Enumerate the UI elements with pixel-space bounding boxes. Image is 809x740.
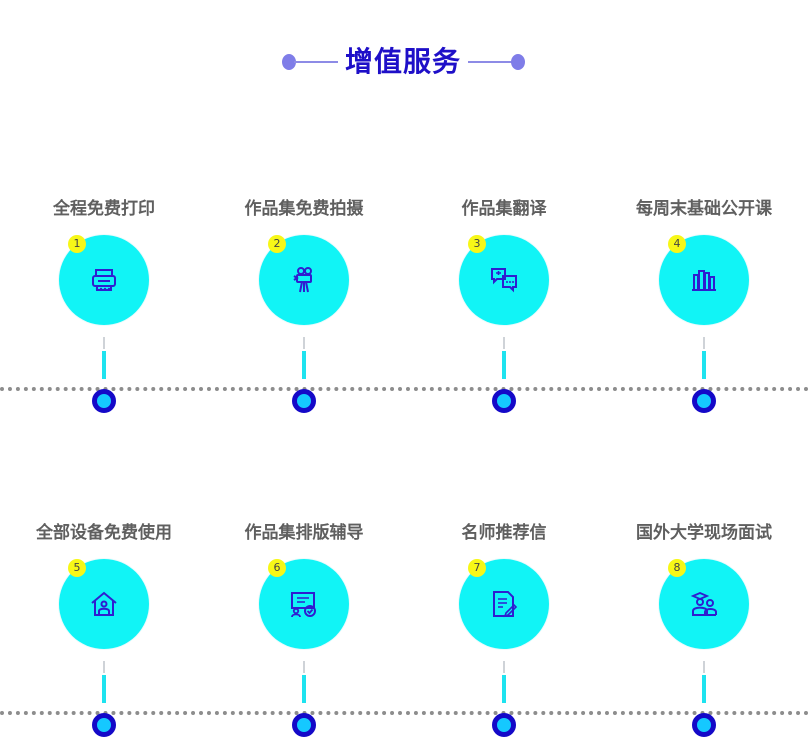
timeline-stem-thin <box>303 337 305 349</box>
timeline-node <box>492 713 516 737</box>
timeline-stem <box>702 351 706 379</box>
page-title: 增值服务 <box>344 45 461 78</box>
service-item-weekend-open-class: 每周末基础公开课 4 <box>604 195 804 425</box>
interview-icon <box>690 592 717 616</box>
service-item-free-portfolio-shoot: 作品集免费拍摄 2 <box>204 195 404 425</box>
service-label: 作品集翻译 <box>461 199 547 219</box>
document-pen-icon <box>493 591 518 618</box>
service-number-badge: 8 <box>668 559 686 577</box>
service-number-badge: 2 <box>268 235 286 253</box>
service-number-badge: 1 <box>68 235 86 253</box>
timeline-stem-thin <box>503 661 505 673</box>
service-item-free-printing: 全程免费打印 1 <box>4 195 204 425</box>
service-number-badge: 4 <box>668 235 686 253</box>
service-number-badge: 6 <box>268 559 286 577</box>
timeline-stem-thin <box>503 337 505 349</box>
timeline-stem <box>102 351 106 379</box>
timeline-node <box>692 713 716 737</box>
service-label: 国外大学现场面试 <box>636 523 772 543</box>
timeline-node <box>92 389 116 413</box>
service-label: 作品集免费拍摄 <box>244 199 364 219</box>
service-item-recommendation-letter: 名师推荐信 7 <box>404 519 604 740</box>
service-item-portfolio-layout-tutoring: 作品集排版辅导 6 <box>204 519 404 740</box>
books-icon <box>692 270 716 291</box>
service-label: 作品集排版辅导 <box>244 523 364 543</box>
title-left-line <box>294 61 338 63</box>
timeline-stem-thin <box>103 337 105 349</box>
presentation-check-icon <box>291 592 316 618</box>
title-right-dot <box>511 54 525 70</box>
timeline-stem-thin <box>103 661 105 673</box>
house-user-icon <box>91 591 117 616</box>
timeline-stem <box>702 675 706 703</box>
timeline-dotted-line <box>0 711 809 715</box>
service-row-1: 全程免费打印 1 作品集免费拍摄 2 <box>0 195 809 425</box>
title-right-line <box>468 61 512 63</box>
service-label: 全部设备免费使用 <box>36 523 172 543</box>
service-item-onsite-interview: 国外大学现场面试 8 <box>604 519 804 740</box>
timeline-node <box>292 713 316 737</box>
service-label: 全程免费打印 <box>53 199 155 219</box>
timeline-node <box>292 389 316 413</box>
timeline-stem <box>302 675 306 703</box>
timeline-stem-thin <box>703 337 705 349</box>
service-number-badge: 5 <box>68 559 86 577</box>
translate-chat-icon <box>491 268 517 293</box>
timeline-stem <box>502 675 506 703</box>
title-left-dot <box>282 54 296 70</box>
service-label: 名师推荐信 <box>461 523 547 543</box>
timeline-stem-thin <box>303 661 305 673</box>
timeline-stem-thin <box>703 661 705 673</box>
service-item-portfolio-translation: 作品集翻译 3 <box>404 195 604 425</box>
timeline-stem <box>102 675 106 703</box>
service-label: 每周末基础公开课 <box>636 199 772 219</box>
timeline-node <box>492 389 516 413</box>
service-item-free-equipment: 全部设备免费使用 5 <box>4 519 204 740</box>
timeline-node <box>92 713 116 737</box>
timeline-stem <box>502 351 506 379</box>
service-number-badge: 7 <box>468 559 486 577</box>
service-row-2: 全部设备免费使用 5 作品集排版辅导 6 <box>0 519 809 740</box>
printer-icon <box>92 269 116 291</box>
timeline-dotted-line <box>0 387 809 391</box>
camera-tripod-icon <box>293 267 312 293</box>
timeline-stem <box>302 351 306 379</box>
section-header: 增值服务 <box>0 42 809 82</box>
timeline-node <box>692 389 716 413</box>
service-number-badge: 3 <box>468 235 486 253</box>
